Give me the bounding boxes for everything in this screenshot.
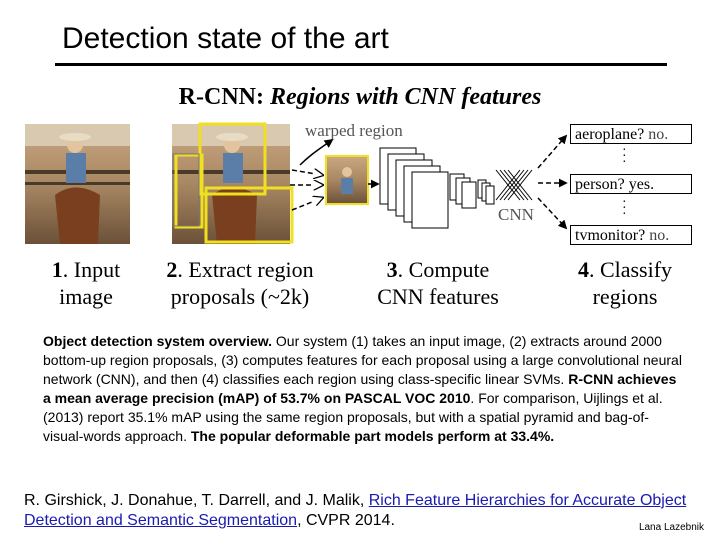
proposals-image <box>172 124 292 244</box>
author-credit: Lana Lazebnik <box>639 522 704 533</box>
citation: R. Girshick, J. Donahue, T. Darrell, and… <box>24 491 704 531</box>
classifier-ellipsis: ··· <box>622 200 627 218</box>
figure-title-italic: Regions with CNN features <box>270 84 541 110</box>
classifier-aeroplane: aeroplane? no. <box>570 124 692 144</box>
slide-title: Detection state of the art <box>62 22 389 56</box>
figure-title: R-CNN: Regions with CNN features <box>0 84 720 111</box>
input-image <box>25 124 130 244</box>
classifier-tvmonitor: tvmonitor? no. <box>570 225 692 245</box>
cnn-label: CNN <box>498 205 534 224</box>
figure-title-main: R-CNN: <box>179 84 270 110</box>
warped-region-label: warped region <box>305 121 403 140</box>
figure-caption: Object detection system overview. Our sy… <box>43 332 683 446</box>
classifier-person: person? yes. <box>570 174 692 194</box>
classifier-ellipsis: ··· <box>622 148 627 166</box>
warped-region <box>326 156 368 204</box>
title-underline <box>55 63 667 66</box>
